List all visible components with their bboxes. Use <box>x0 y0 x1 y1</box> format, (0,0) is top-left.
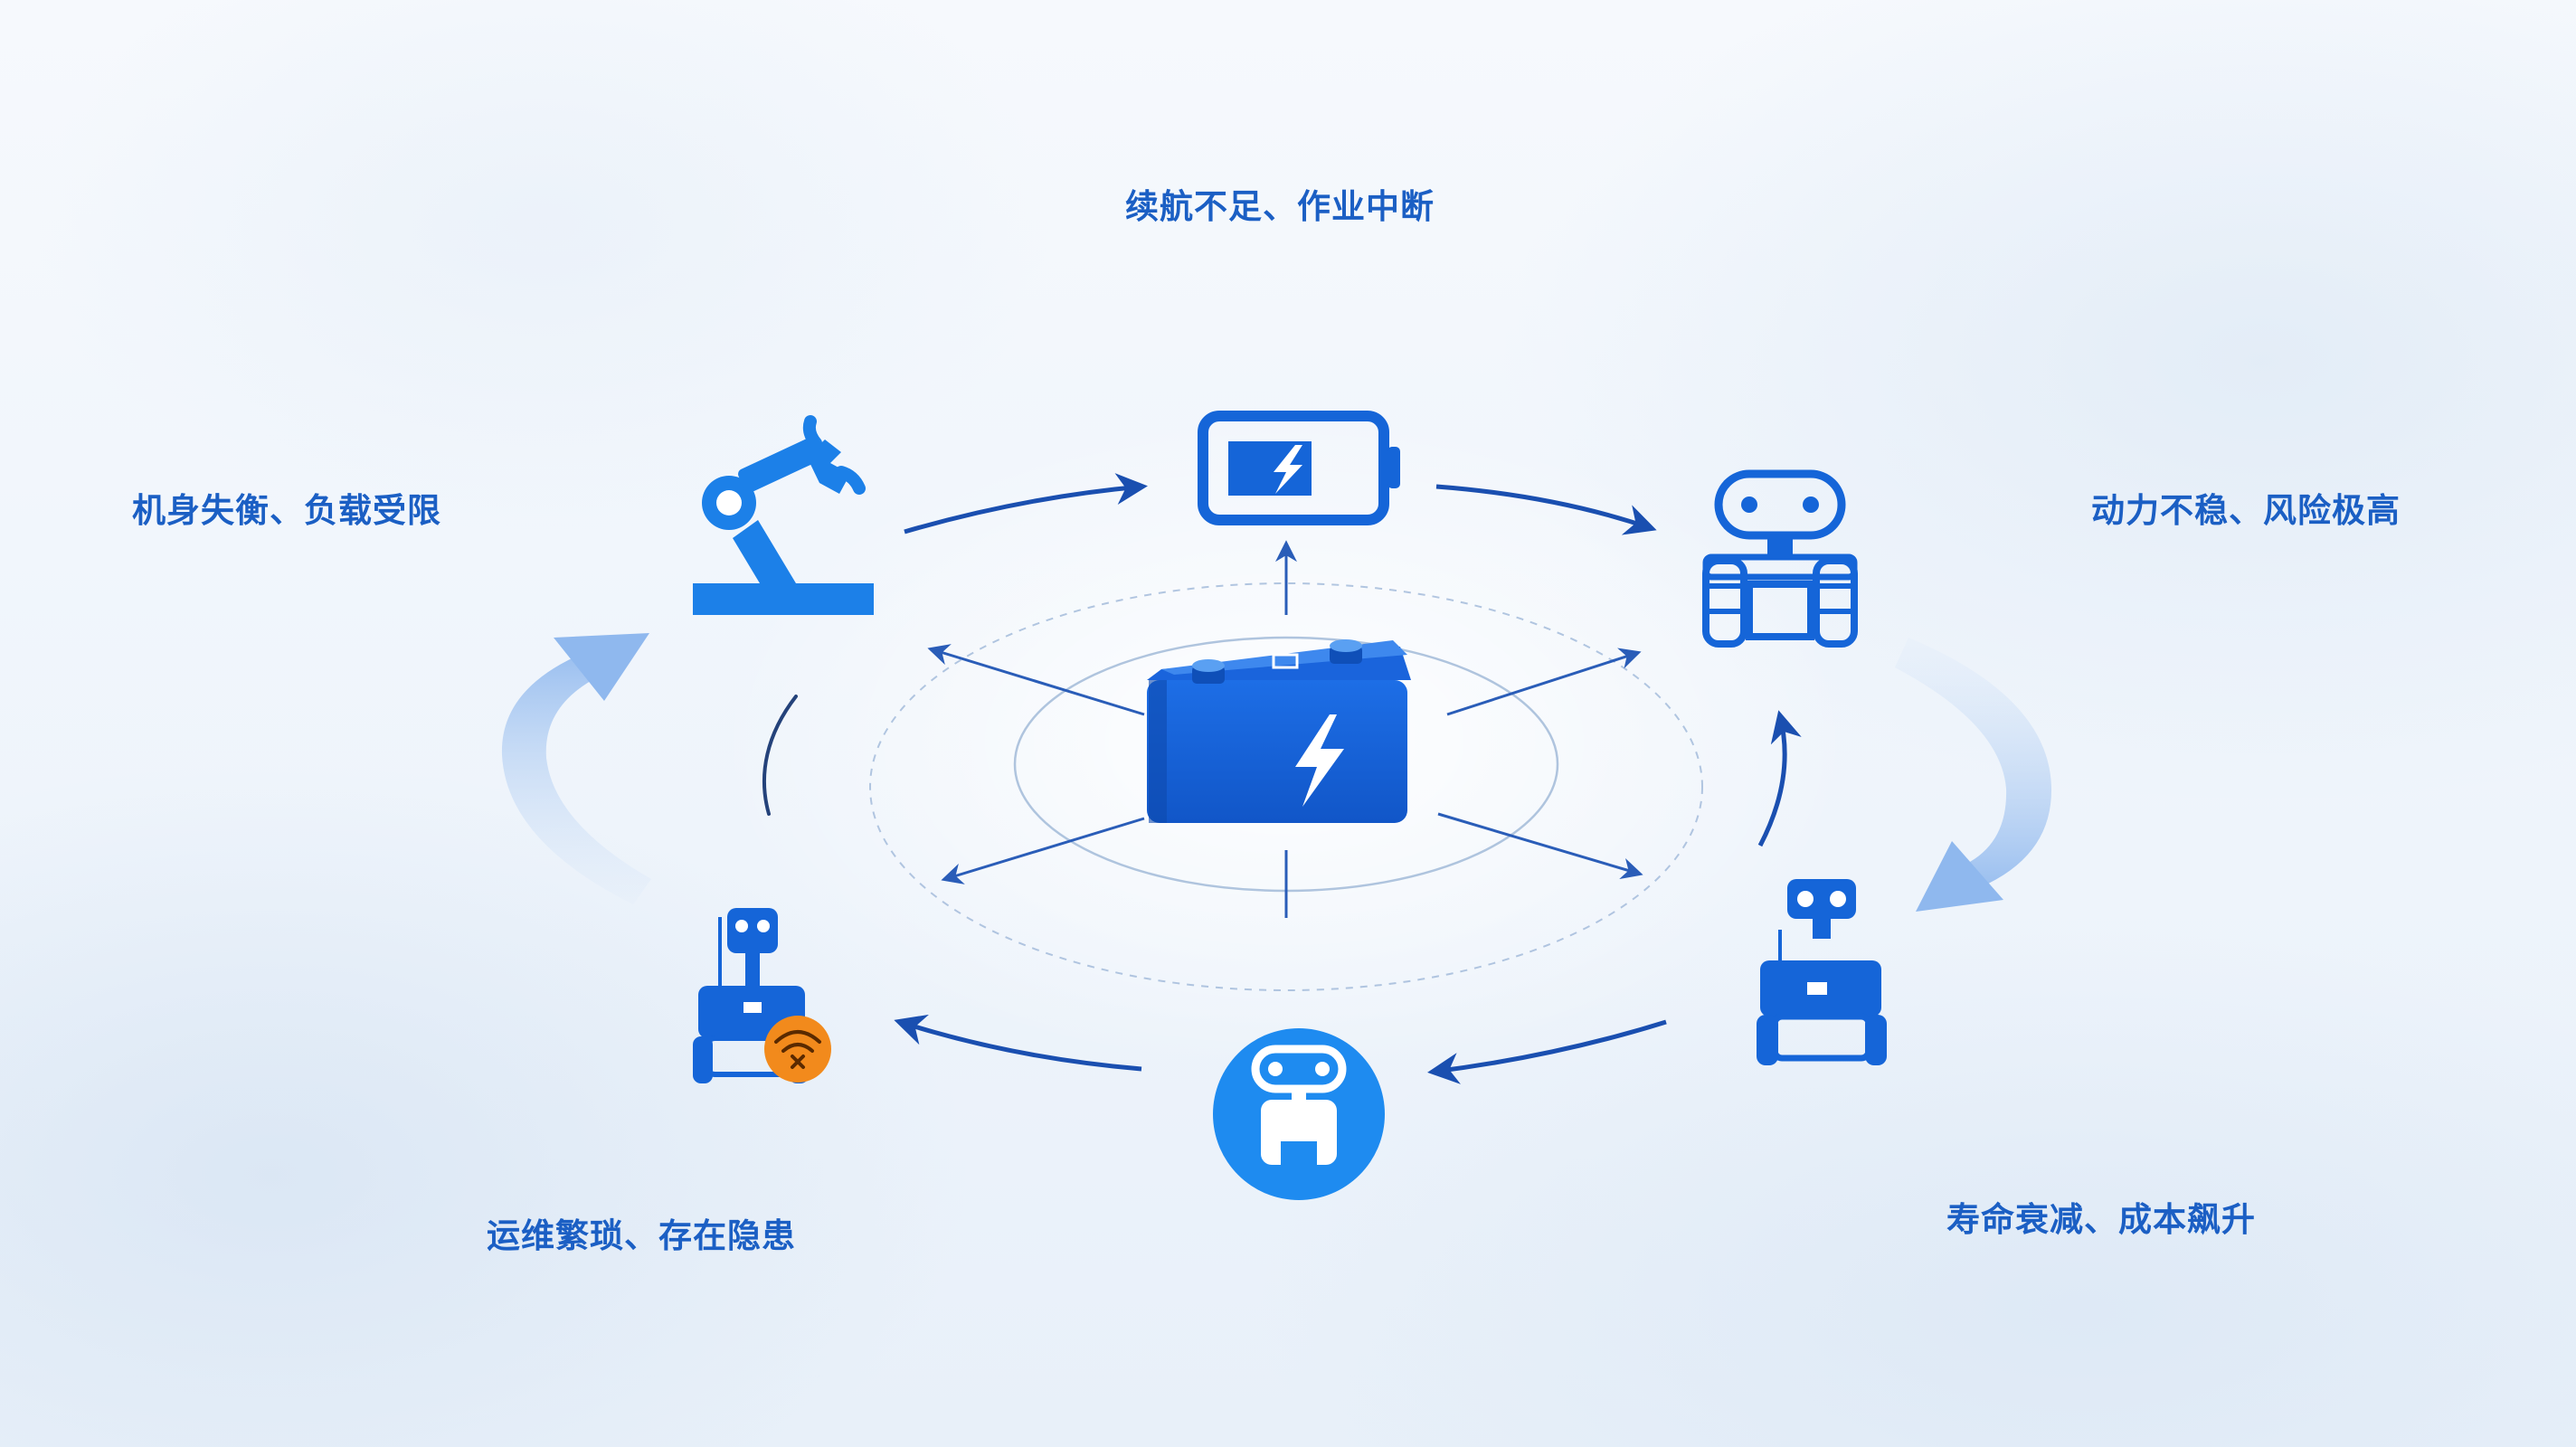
robotic-arm-icon <box>693 415 874 615</box>
wifi-off-icon <box>764 1016 831 1083</box>
label-top: 续航不足、作业中断 <box>1125 187 1435 226</box>
label-right: 动力不稳、风险极高 <box>2091 491 2401 530</box>
label-bottom-right: 寿命衰减、成本飙升 <box>1946 1200 2256 1239</box>
robot-face-icon <box>1213 1028 1385 1200</box>
radial-arrows <box>927 540 1643 918</box>
wheeled-robot-icon <box>1757 879 1887 1065</box>
tracked-robot-icon <box>1702 469 1858 648</box>
label-bottom-left: 运维繁琐、存在隐患 <box>487 1216 796 1255</box>
battery-pack-icon <box>1147 639 1411 823</box>
label-left: 机身失衡、负载受限 <box>132 491 441 530</box>
left-curved-arrow <box>501 633 651 904</box>
right-curved-arrow <box>1895 638 2052 912</box>
battery-charging-icon <box>1198 411 1400 525</box>
cycle-arrows <box>894 473 1802 1084</box>
